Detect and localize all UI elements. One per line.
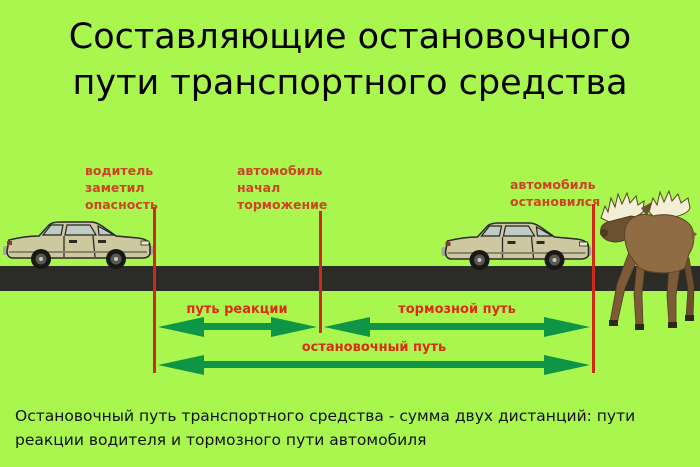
arrow-right-head xyxy=(271,317,317,337)
caption-text: Остановочный путь транспортного средства… xyxy=(15,407,636,450)
moose-icon xyxy=(597,176,698,332)
marker-line-braking-start xyxy=(319,211,322,333)
arrow-right-head xyxy=(544,355,590,375)
arrow-left-head xyxy=(158,355,204,375)
reaction-distance-label: путь реакции xyxy=(186,302,288,317)
road-strip xyxy=(0,266,700,291)
stopping-distance-label: остановочный путь xyxy=(301,340,447,355)
stopping-distance-arrow xyxy=(158,355,590,375)
page-title: Составляющие остановочного пути транспор… xyxy=(68,17,632,104)
car-icon xyxy=(441,218,592,271)
arrow-right-head xyxy=(544,317,590,337)
arrow-left-head xyxy=(324,317,370,337)
marker-line-danger-noticed xyxy=(153,207,156,373)
arrow-left-head xyxy=(158,317,204,337)
marker-line-car-stopped xyxy=(592,204,595,373)
braking-distance-label: тормозной путь xyxy=(398,302,516,317)
car-icon xyxy=(3,217,153,270)
arrow-shaft xyxy=(196,323,279,330)
marker-label-car-stopped: автомобиль остановился xyxy=(510,177,601,209)
marker-label-driver-noticed-danger: водитель заметил опасность xyxy=(85,163,158,212)
arrow-shaft xyxy=(196,361,552,368)
reaction-distance-arrow xyxy=(158,317,317,337)
braking-distance-arrow xyxy=(324,317,590,337)
arrow-shaft xyxy=(362,323,552,330)
marker-label-car-started-braking: автомобиль начал торможение xyxy=(237,163,328,212)
